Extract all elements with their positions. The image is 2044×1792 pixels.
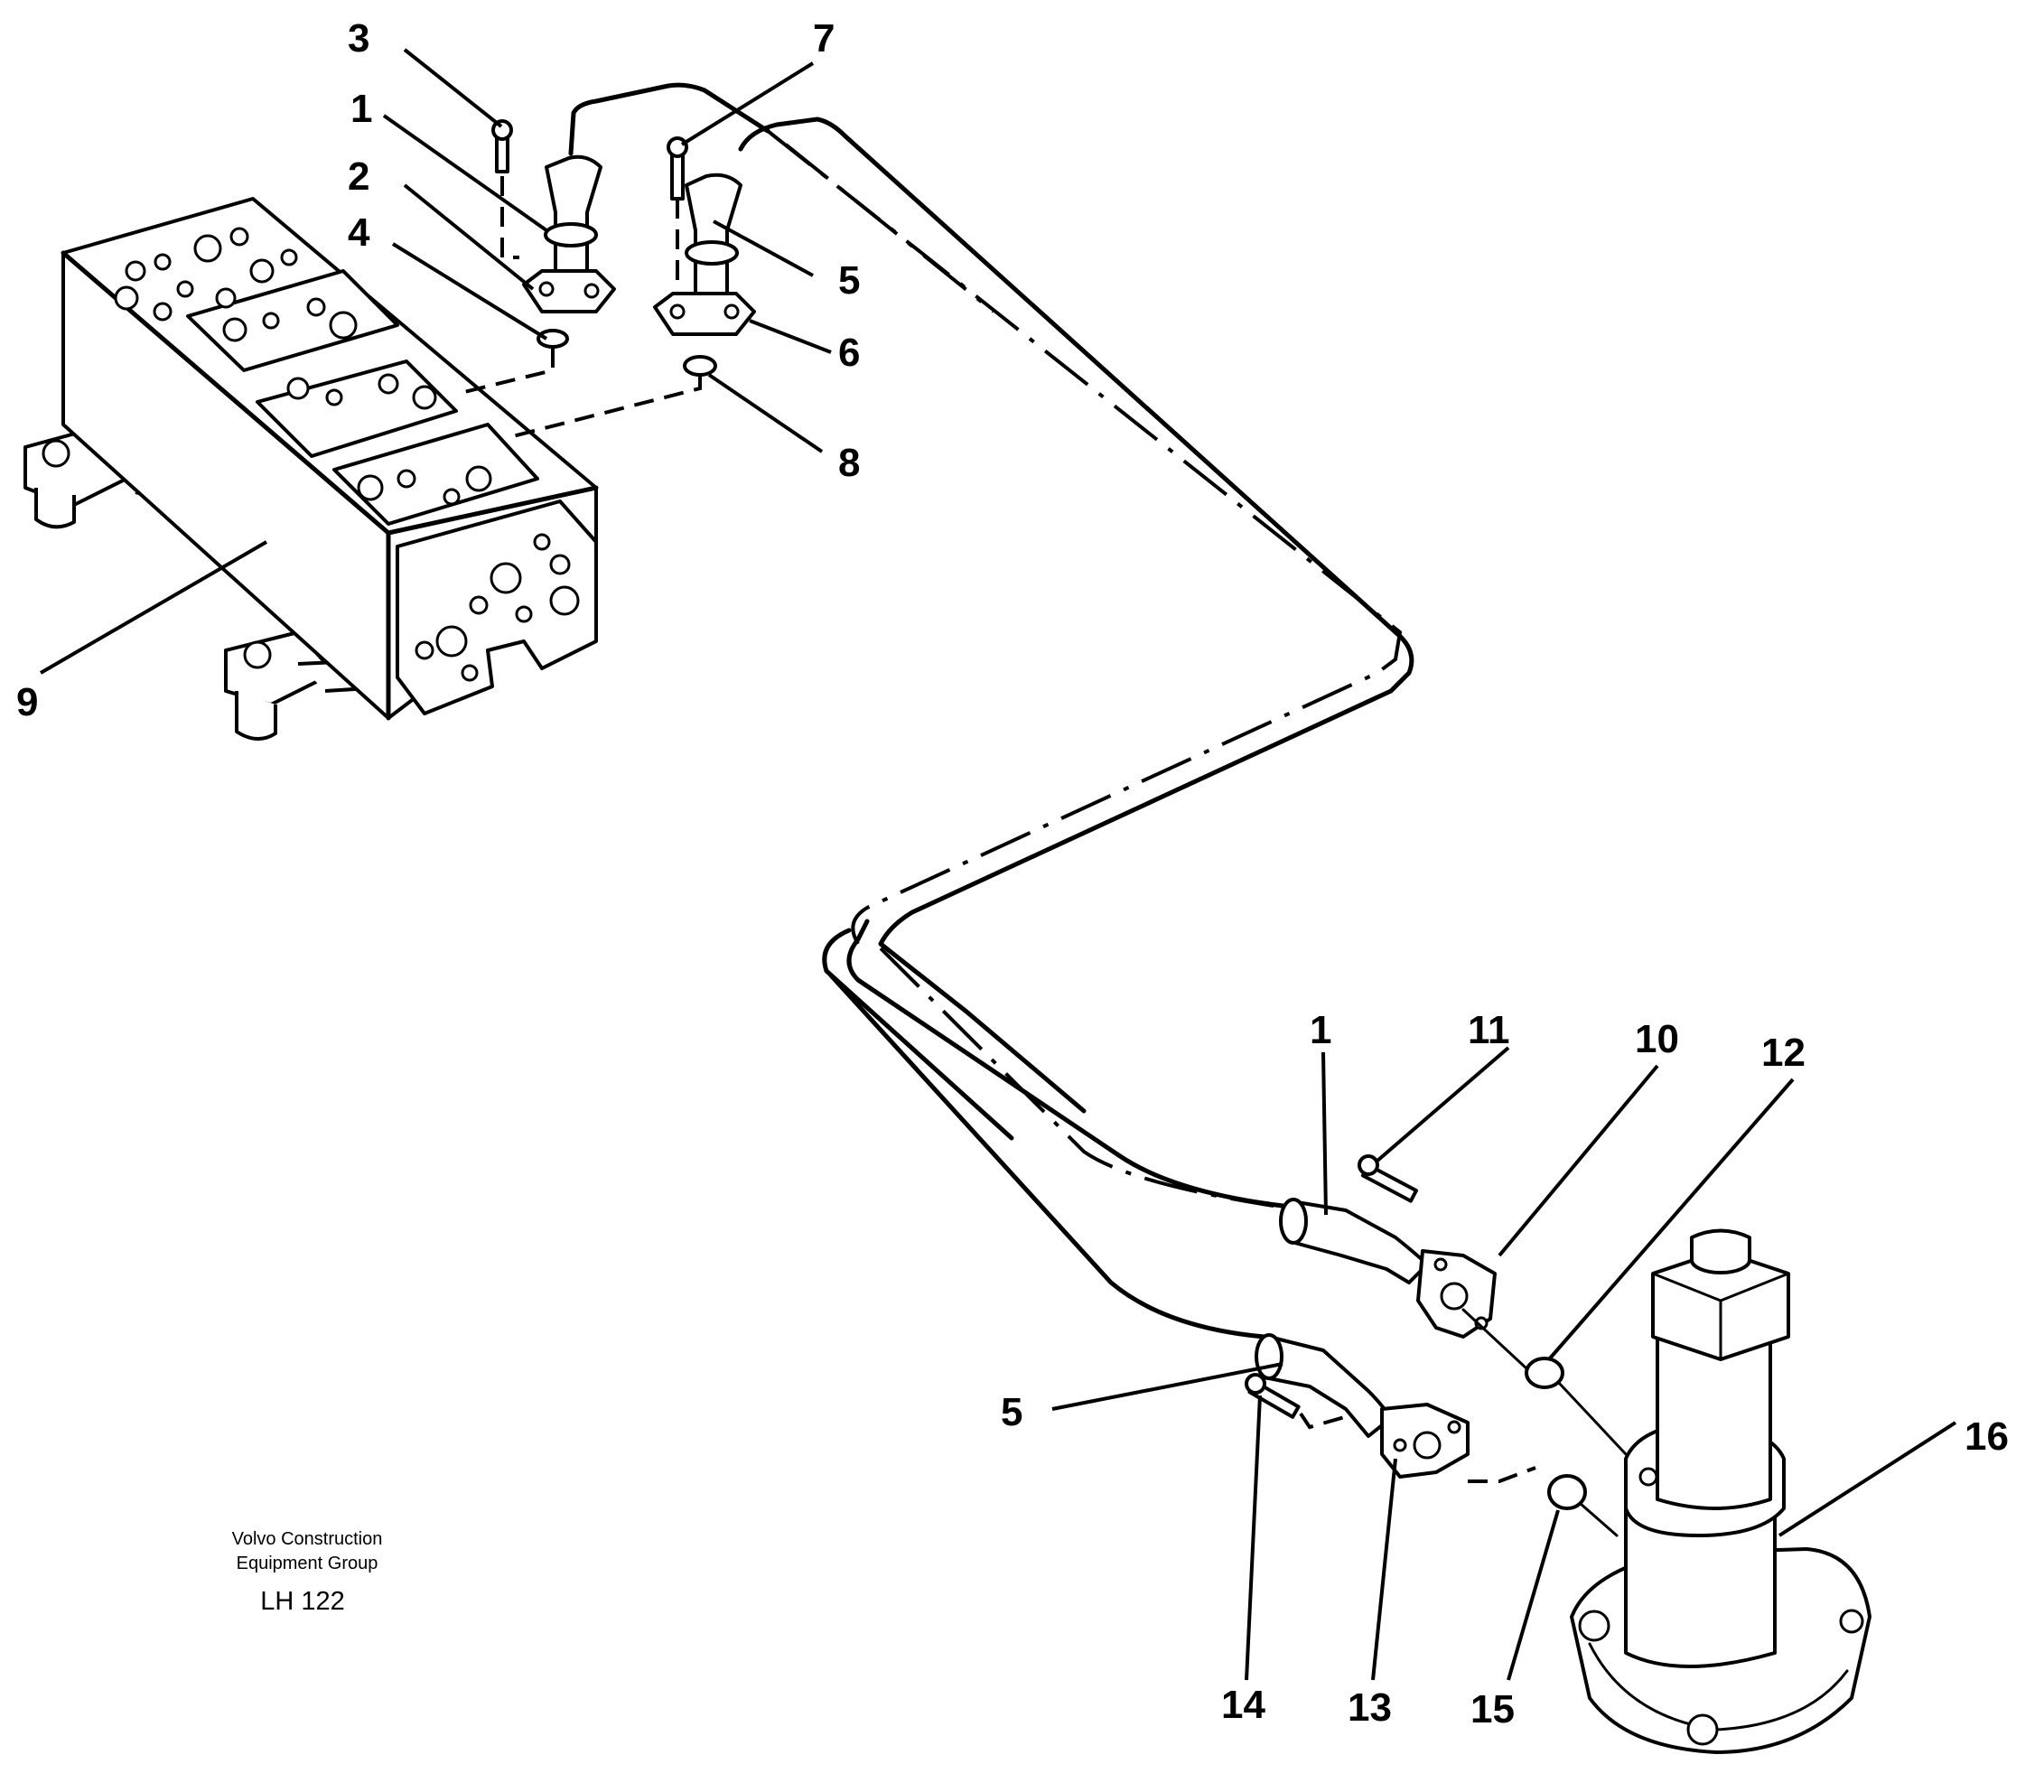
publisher-caption: Volvo Construction Equipment Group LH 12… (232, 1529, 383, 1616)
callout-4: 4 (348, 210, 370, 255)
callout-11: 11 (1468, 1008, 1510, 1052)
callout-16: 16 (1965, 1414, 2009, 1459)
callout-5-bottom: 5 (1001, 1390, 1022, 1434)
control-valve-block (23, 197, 599, 741)
caption-line-1: Volvo Construction (232, 1529, 383, 1549)
callout-labels: 3 1 2 4 7 5 6 8 9 1 11 10 12 5 16 14 13 … (16, 16, 2009, 1731)
callout-10: 10 (1635, 1017, 1679, 1061)
hose-fitting-lower-1 (1279, 1154, 1628, 1456)
port-holes-end (415, 533, 580, 682)
callout-1-top: 1 (350, 87, 372, 131)
caption-line-2: Equipment Group (237, 1554, 378, 1573)
callout-1-bottom: 1 (1310, 1008, 1331, 1052)
callout-12: 12 (1761, 1031, 1806, 1075)
callout-8: 8 (838, 441, 860, 485)
mounting-bracket-right (224, 630, 399, 741)
hose-lines (568, 82, 1414, 1339)
hose-fitting-upper-right (505, 136, 756, 440)
callout-9: 9 (16, 680, 38, 724)
callout-2: 2 (348, 154, 369, 199)
hydraulic-pump (1570, 1228, 1871, 1754)
figure-code: LH 122 (260, 1587, 345, 1616)
callout-7: 7 (813, 16, 835, 61)
callout-13: 13 (1348, 1685, 1392, 1730)
callout-14: 14 (1221, 1683, 1265, 1727)
callout-5-top: 5 (838, 258, 860, 303)
callout-15: 15 (1470, 1687, 1515, 1731)
callout-6: 6 (838, 331, 860, 375)
hose-fitting-upper-left (460, 119, 616, 395)
leader-lines (39, 48, 1957, 1681)
port-holes-top (114, 227, 492, 506)
callout-3: 3 (348, 16, 369, 61)
